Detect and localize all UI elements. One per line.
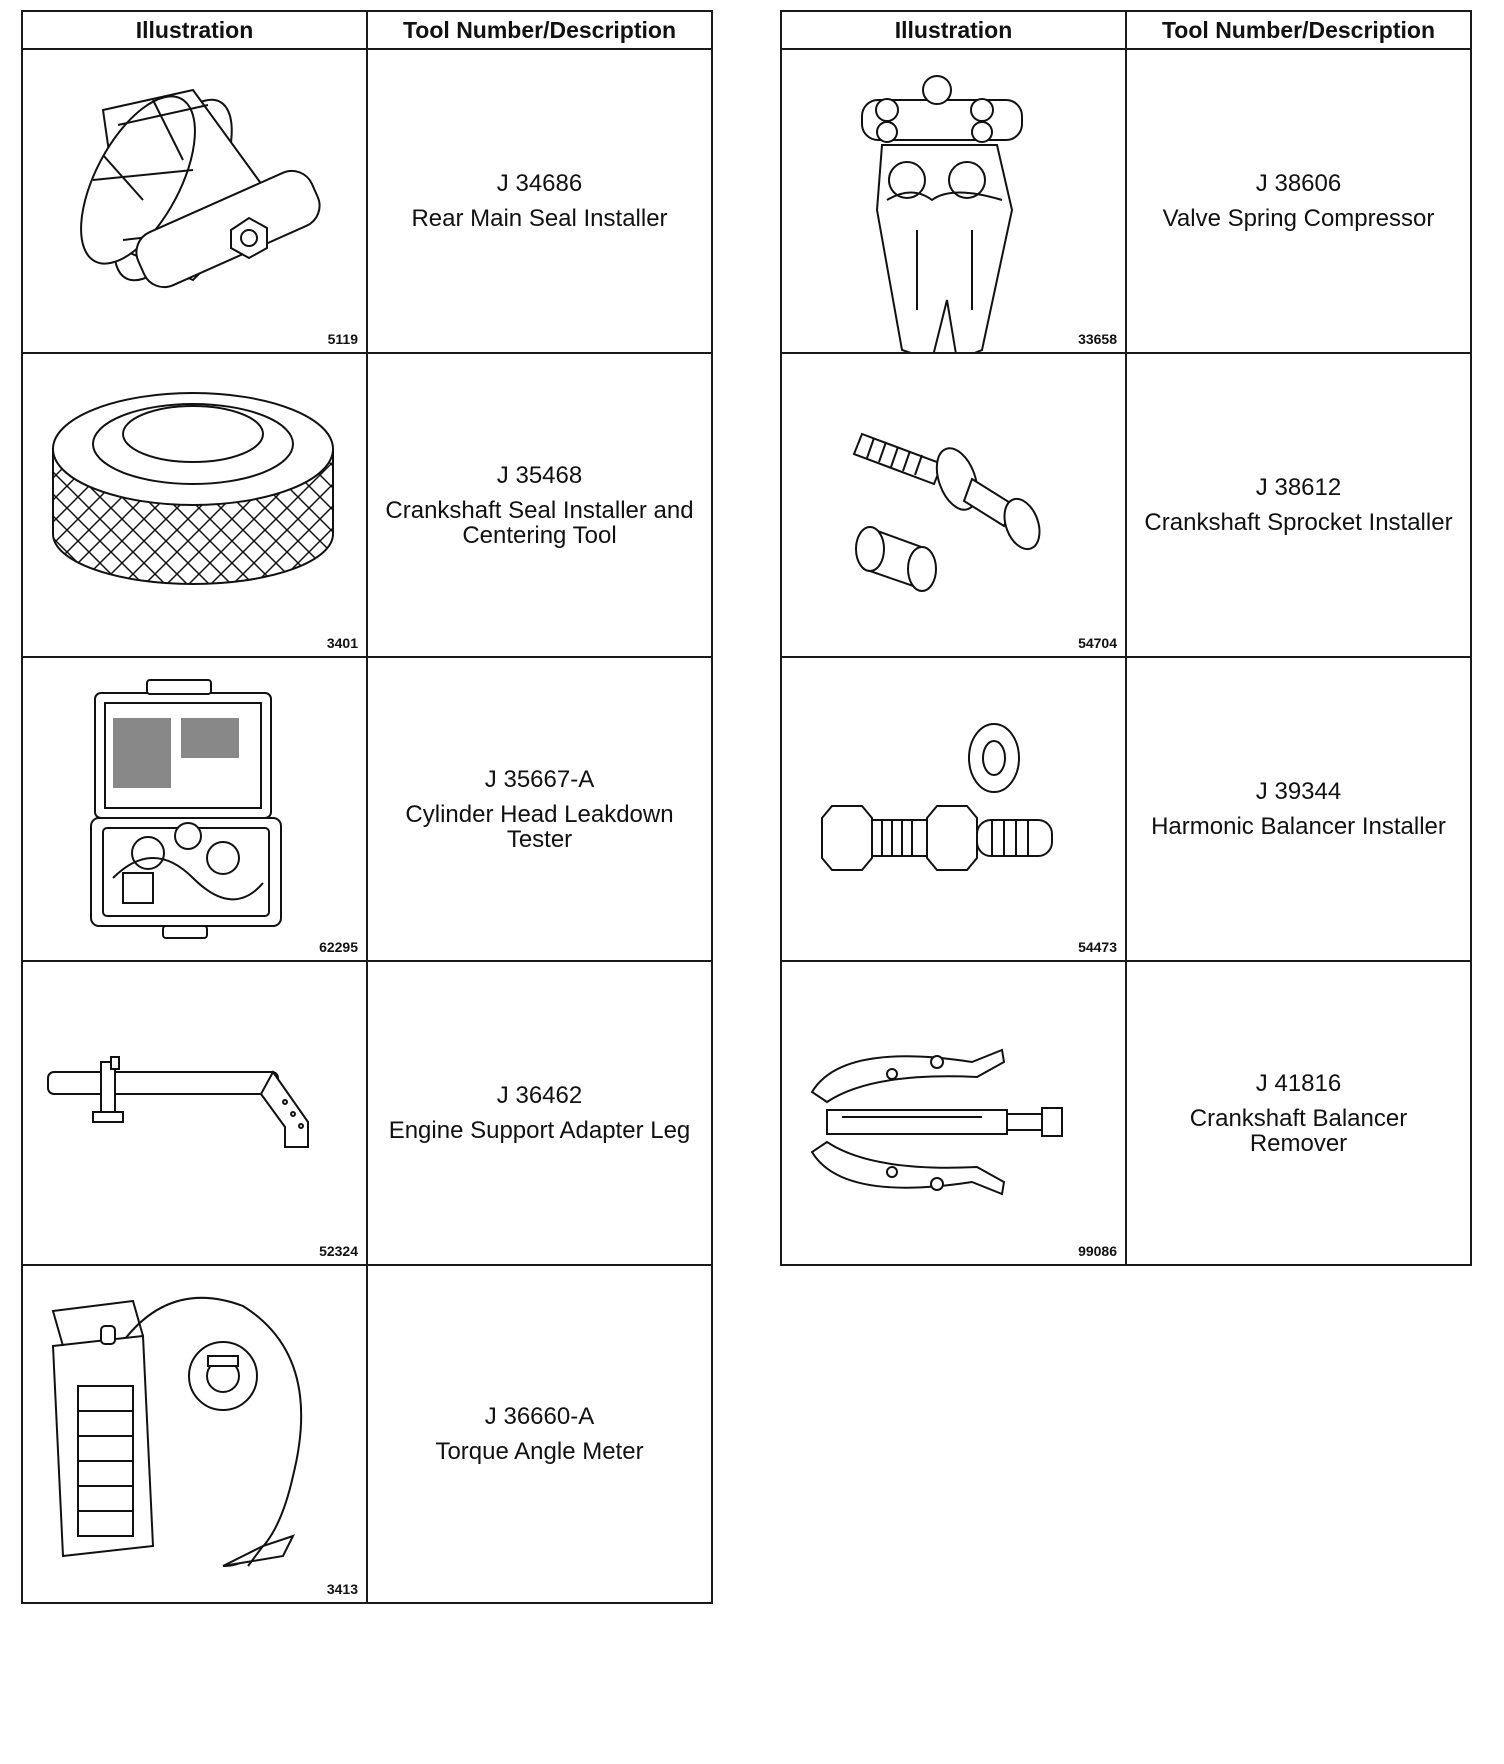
tool-description-header: Tool Number/Description <box>1125 10 1472 50</box>
table-row: 3413 J 36660-A Torque Angle Meter <box>21 1264 713 1604</box>
tool-description-header: Tool Number/Description <box>366 10 713 50</box>
illustration-cell: 5119 <box>21 48 368 354</box>
tool-name: Engine Support Adapter Leg <box>388 1117 691 1144</box>
torque-angle-meter-icon <box>23 1266 366 1602</box>
valve-spring-compressor-icon <box>782 50 1125 352</box>
tool-name: Harmonic Balancer Installer <box>1151 813 1446 840</box>
table-row: 3401 J 35468 Crankshaft Seal Installer a… <box>21 352 713 658</box>
table-row: 99086 J 41816 Crankshaft Balancer Remove… <box>780 960 1472 1266</box>
tool-name: Rear Main Seal Installer <box>411 205 668 232</box>
left-tools-table: Illustration Tool Number/Description <box>21 10 713 1604</box>
tool-description-cell: J 35667-A Cylinder Head Leakdown Tester <box>366 656 713 962</box>
illustration-header: Illustration <box>780 10 1127 50</box>
leakdown-tester-case-icon <box>23 658 366 960</box>
tool-number: J 36462 <box>496 1082 583 1109</box>
table-header-row: Illustration Tool Number/Description <box>21 10 713 50</box>
figure-number: 52324 <box>319 1243 358 1259</box>
illustration-cell: 3413 <box>21 1264 368 1604</box>
illustration-cell: 52324 <box>21 960 368 1266</box>
tool-number: J 36660-A <box>484 1403 595 1430</box>
table-row: 52324 J 36462 Engine Support Adapter Leg <box>21 960 713 1266</box>
tool-description-cell: J 38606 Valve Spring Compressor <box>1125 48 1472 354</box>
table-row: 62295 J 35667-A Cylinder Head Leakdown T… <box>21 656 713 962</box>
figure-number: 3401 <box>326 635 358 651</box>
tool-number: J 35667-A <box>484 765 595 793</box>
tool-name: Torque Angle Meter <box>435 1438 644 1465</box>
tool-number: J 41816 <box>1255 1069 1342 1097</box>
balancer-remover-icon <box>782 962 1125 1264</box>
illustration-cell: 33658 <box>780 48 1127 354</box>
tool-description-cell: J 34686 Rear Main Seal Installer <box>366 48 713 354</box>
rear-main-seal-installer-icon <box>23 50 366 352</box>
tool-name: Crankshaft Sprocket Installer <box>1144 509 1453 536</box>
illustration-header: Illustration <box>21 10 368 50</box>
tool-number: J 34686 <box>496 170 583 197</box>
figure-number: 54473 <box>1078 939 1117 955</box>
tool-description-cell: J 38612 Crankshaft Sprocket Installer <box>1125 352 1472 658</box>
adapter-leg-icon <box>23 962 366 1264</box>
table-header-row: Illustration Tool Number/Description <box>780 10 1472 50</box>
figure-number: 33658 <box>1078 331 1117 347</box>
tool-description-cell: J 35468 Crankshaft Seal Installer and Ce… <box>366 352 713 658</box>
illustration-cell: 62295 <box>21 656 368 962</box>
crankshaft-seal-installer-icon <box>23 354 366 656</box>
tool-name: Crankshaft Seal Installer and Centering … <box>385 496 694 549</box>
harmonic-balancer-installer-icon <box>782 658 1125 960</box>
table-row: 54473 J 39344 Harmonic Balancer Installe… <box>780 656 1472 962</box>
tool-description-cell: J 36462 Engine Support Adapter Leg <box>366 960 713 1266</box>
tool-description-cell: J 41816 Crankshaft Balancer Remover <box>1125 960 1472 1266</box>
illustration-cell: 54473 <box>780 656 1127 962</box>
figure-number: 54704 <box>1078 635 1117 651</box>
right-tools-table: Illustration Tool Number/Description <box>780 10 1472 1266</box>
sprocket-installer-icon <box>782 354 1125 656</box>
table-row: 33658 J 38606 Valve Spring Compressor <box>780 48 1472 354</box>
tool-name: Cylinder Head Leakdown Tester <box>405 800 674 853</box>
tool-number: J 38606 <box>1255 170 1342 197</box>
figure-number: 99086 <box>1078 1243 1117 1259</box>
tool-number: J 38612 <box>1255 474 1342 501</box>
tool-number: J 35468 <box>496 461 583 489</box>
tool-name: Crankshaft Balancer Remover <box>1189 1104 1408 1157</box>
tool-description-cell: J 36660-A Torque Angle Meter <box>366 1264 713 1604</box>
figure-number: 3413 <box>326 1581 358 1597</box>
illustration-cell: 54704 <box>780 352 1127 658</box>
illustration-cell: 99086 <box>780 960 1127 1266</box>
tool-number: J 39344 <box>1255 778 1342 805</box>
figure-number: 62295 <box>319 939 358 955</box>
figure-number: 5119 <box>327 331 358 347</box>
illustration-cell: 3401 <box>21 352 368 658</box>
table-row: 5119 J 34686 Rear Main Seal Installer <box>21 48 713 354</box>
tool-name: Valve Spring Compressor <box>1162 205 1435 232</box>
table-row: 54704 J 38612 Crankshaft Sprocket Instal… <box>780 352 1472 658</box>
tool-description-cell: J 39344 Harmonic Balancer Installer <box>1125 656 1472 962</box>
